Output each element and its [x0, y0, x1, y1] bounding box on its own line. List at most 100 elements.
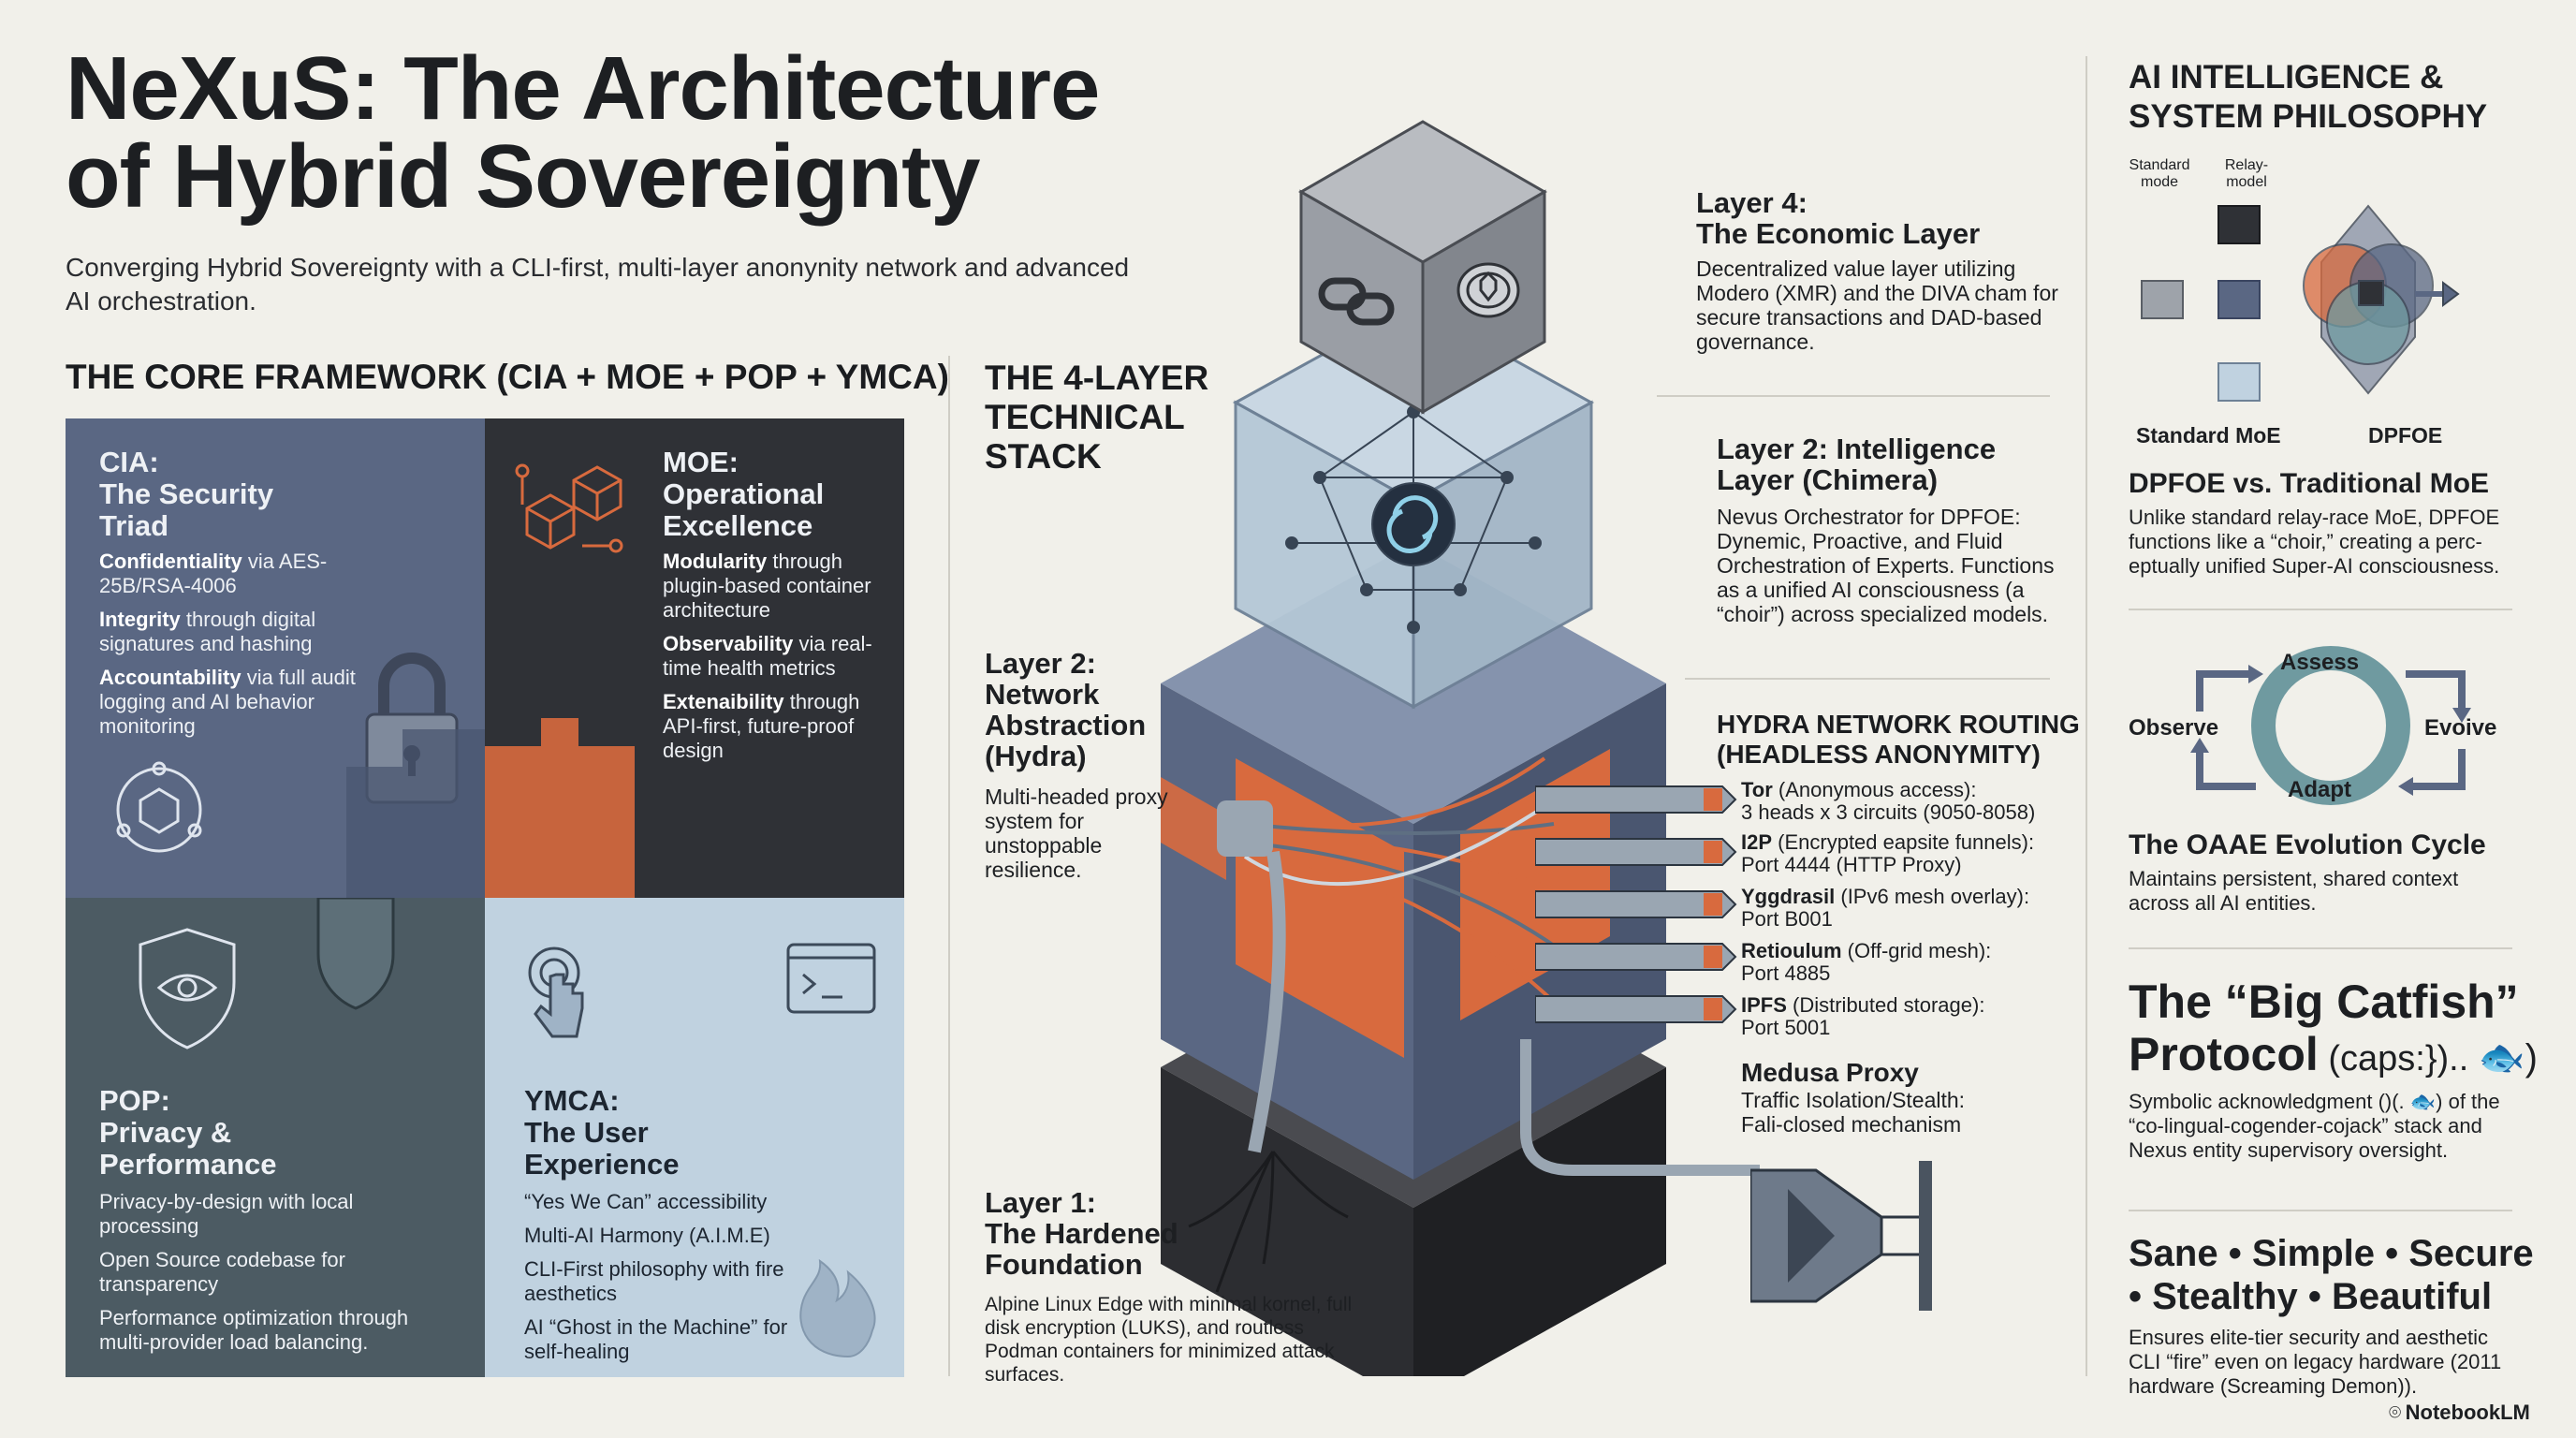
cia-body: Confidentiality via AES-25B/RSA-4006 Int… [99, 550, 380, 748]
motto-text: Ensures elite-tier security and aestheti… [2129, 1326, 2502, 1398]
route-ipfs-key: IPFS [1741, 993, 1787, 1017]
cia-quadrant: CIA: The Security Triad Confidentiality … [66, 418, 485, 898]
catfish-title-2: Protocol [2129, 1028, 2319, 1080]
shield-icon [316, 898, 395, 1010]
layer1-title-a: Layer 1: [985, 1186, 1096, 1219]
modular-cubes-icon [515, 463, 623, 553]
layer2-title-b: Network [985, 678, 1100, 711]
fish-icon: 🐟) [2478, 1037, 2538, 1078]
hydra-heading-2: (HEADLESS ANONYMITY) [1717, 740, 2041, 769]
route-reticulum-port: Port 4885 [1741, 961, 1831, 985]
ymca-quadrant: YMCA: The User Experience “Yes We Can” a… [485, 898, 904, 1377]
moe-item-1-key: Modularity [663, 550, 768, 573]
roots-icon [1188, 1151, 1349, 1293]
route-tor-desc: (Anonymous access): [1772, 778, 1977, 801]
catfish-title-1: The “Big Catfish” [2129, 976, 2519, 1028]
route-i2p-key: I2P [1741, 830, 1773, 854]
cia-title-a: CIA: [99, 446, 159, 478]
stack-heading-3: STACK [985, 437, 1102, 476]
motto-line-2: • Stealthy • Beautiful [2129, 1276, 2493, 1317]
cycle-adapt: Adapt [2288, 777, 2351, 802]
cia-item-1-key: Confidentiality [99, 550, 242, 573]
hydra-heading-1: HYDRA NETWORK ROUTING [1717, 710, 2080, 739]
route-reticulum-key: Retioulum [1741, 939, 1842, 962]
route-yggdrasil: Yggdrasil (IPv6 mesh overlay):Port B001 [1741, 886, 2029, 931]
layer2-title-c: Abstraction [985, 709, 1147, 741]
framework-grid: CIA: The Security Triad Confidentiality … [66, 418, 904, 1377]
pop-title-a: POP: [99, 1084, 170, 1117]
hydra-cables [1243, 756, 1556, 1153]
coin-icon [1456, 262, 1520, 318]
layer4-text: Decentralized value layer utilizing Mode… [1696, 257, 2058, 354]
label-dpfoe: DPFOE [2368, 423, 2443, 448]
layer1-title-c: Foundation [985, 1248, 1143, 1281]
cia-item-1: via AES-25B/RSA-4006 [99, 550, 328, 597]
cycle-text: Maintains persistent, shared context acr… [2129, 867, 2459, 915]
cable-hub [1217, 800, 1273, 857]
medusa-device-icon [1750, 1161, 1932, 1311]
layer3-title-a: Layer 2: Intelligence [1717, 433, 1997, 465]
philosophy-heading-1: AI INTELLIGENCE & [2129, 59, 2444, 95]
route-i2p-port: Port 4444 (HTTP Proxy) [1741, 853, 1962, 876]
ymca-title-a: YMCA: [524, 1084, 620, 1117]
brand-badge: ⌾ NotebookLM [2389, 1401, 2530, 1425]
medusa-line-1: Traffic Isolation/Stealth: [1741, 1088, 1966, 1112]
pop-title-b: Privacy & [99, 1116, 232, 1149]
chain-link-icon [1318, 277, 1395, 326]
cia-item-2-key: Integrity [99, 608, 181, 631]
catfish-title: The “Big Catfish” Protocol (caps:}).. 🐟) [2129, 976, 2538, 1085]
route-reticulum-desc: (Off-grid mesh): [1841, 939, 1992, 962]
route-i2p-desc: (Encrypted eapsite funnels): [1772, 830, 2035, 854]
layer1-text: Alpine Linux Edge with minimal kornel, f… [985, 1294, 1353, 1386]
stack-heading-1: THE 4-LAYER [985, 359, 1209, 397]
pop-quadrant: POP: Privacy & Performance Privacy-by-de… [66, 898, 485, 1377]
philosophy-heading: AI INTELLIGENCE & SYSTEM PHILOSOPHY [2129, 58, 2487, 137]
pop-item-3: Performance optimization through multi-p… [99, 1306, 409, 1354]
hydra-heading: HYDRA NETWORK ROUTING (HEADLESS ANONYMIT… [1717, 710, 2080, 770]
cycle-ring [2251, 646, 2410, 805]
fire-icon [799, 1258, 876, 1358]
moe-comparison-diagram [2141, 204, 2460, 402]
route-tor-key: Tor [1741, 778, 1773, 801]
medusa-line-2: Fali-closed mechanism [1741, 1112, 1962, 1137]
layer4-label: Layer 4: The Economic Layer Decentralize… [1696, 187, 2089, 354]
dpfoe-title: DPFOE vs. Traditional MoE [2129, 468, 2490, 499]
rc-divider-1 [2129, 609, 2512, 610]
route-reticulum: Retioulum (Off-grid mesh): Port 4885 [1741, 940, 1991, 985]
medusa-label: Medusa Proxy Traffic Isolation/Stealth: … [1741, 1058, 1965, 1137]
pop-body: Privacy-by-design with local processing … [99, 1190, 455, 1364]
moe-item-3-key: Extenaibility [663, 690, 784, 713]
label-standard-moe: Standard MoE [2136, 423, 2281, 448]
stack-heading: THE 4-LAYER TECHNICAL STACK [985, 359, 1208, 477]
moe-title-c: Excellence [663, 509, 813, 542]
title-line-1: NeXuS: The Architecture [66, 38, 1100, 139]
route-ipfs-port: Port 5001 [1741, 1016, 1831, 1039]
layer3-title-b: Layer (Chimera) [1717, 463, 1939, 496]
route-connectors [1535, 785, 1737, 1023]
brand-name: NotebookLM [2405, 1401, 2530, 1424]
cycle-arrows [2196, 670, 2466, 790]
stack-illustration [1161, 120, 1760, 1376]
catfish-tag: (caps:}).. [2318, 1039, 2479, 1078]
relay-box-3 [2217, 362, 2261, 402]
shield-eye-icon [139, 928, 236, 1049]
moe-item-2-key: Observability [663, 632, 794, 655]
moe-title: MOE: Operational Excellence [663, 447, 824, 542]
layer2-title-d: (Hydra) [985, 740, 1087, 772]
moe-item-1: through plugin-based container architect… [663, 550, 871, 622]
philosophy-heading-2: SYSTEM PHILOSOPHY [2129, 98, 2488, 135]
pop-item-1: Privacy-by-design with local processing [99, 1190, 354, 1238]
brand-logo-icon: ⌾ [2389, 1401, 2402, 1424]
pop-item-2: Open Source codebase for transparency [99, 1248, 345, 1296]
route-tor: Tor (Anonymous access):3 heads x 3 circu… [1741, 779, 2035, 824]
layer3-label: Layer 2: Intelligence Layer (Chimera) Ne… [1717, 433, 2072, 626]
framework-heading: THE CORE FRAMEWORK (CIA + MOE + POP + YM… [66, 358, 949, 396]
cycle-assess: Assess [2280, 650, 2360, 675]
moe-puzzle-shape [485, 718, 635, 898]
rc-divider-2 [2129, 947, 2512, 949]
oaae-cycle-diagram [2190, 646, 2471, 805]
layer4-title-b: The Economic Layer [1696, 217, 1981, 250]
cycle-title: The OAAE Evolution Cycle [2129, 829, 2486, 860]
ymca-item-4: AI “Ghost in the Machine” for self-heali… [524, 1315, 788, 1363]
rc-divider-3 [2129, 1210, 2512, 1211]
